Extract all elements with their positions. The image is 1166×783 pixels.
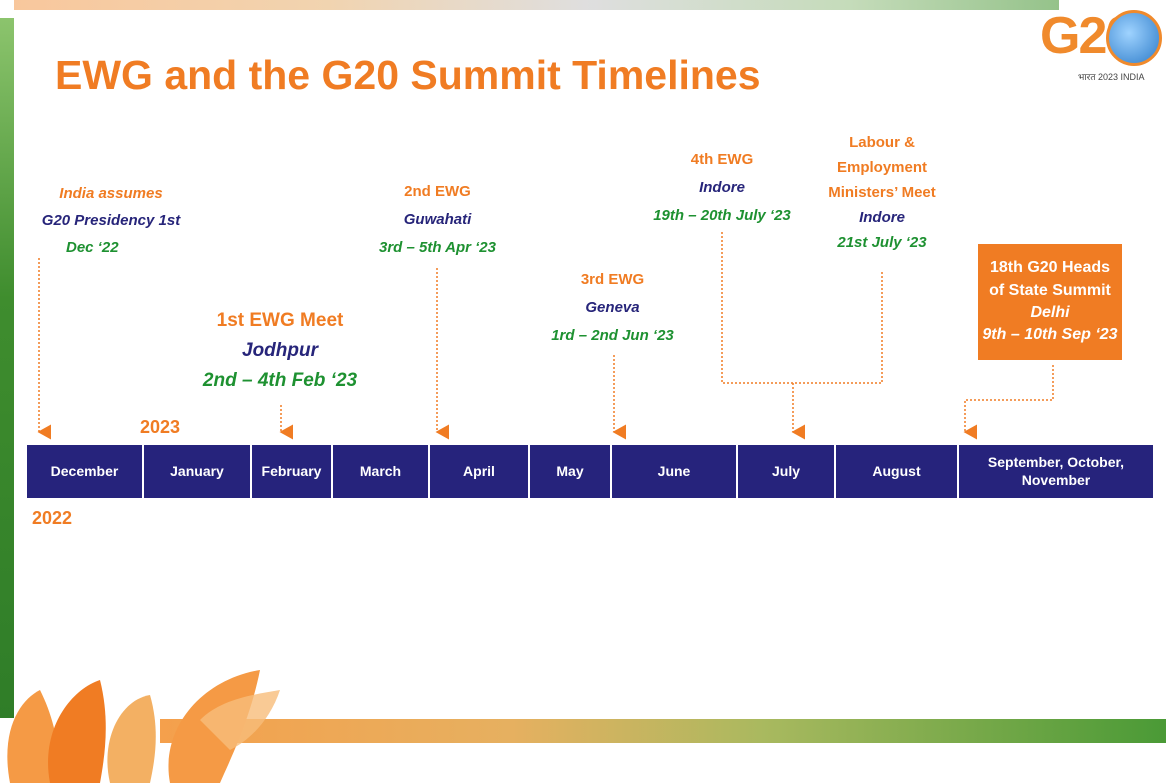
event-date: Dec ‘22 <box>66 239 119 256</box>
event-location: Indore <box>859 209 905 226</box>
event-ewg3: 3rd EWG Geneva 1rd – 2nd Jun ‘23 <box>530 266 695 350</box>
event-location: Geneva <box>585 299 640 316</box>
event-ewg4: 4th EWG Indore 19th – 20th July ‘23 <box>632 146 812 230</box>
summit-location: Delhi <box>1030 304 1070 321</box>
event-detail: G20 Presidency 1st <box>41 212 181 229</box>
event-heading: 3rd EWG <box>580 271 645 288</box>
event-date: 19th – 20th July ‘23 <box>653 207 791 224</box>
left-decor-bar <box>0 18 14 718</box>
month-cell: June <box>612 445 736 498</box>
summit-date: 9th – 10th Sep ‘23 <box>982 326 1118 344</box>
page-title: EWG and the G20 Summit Timelines <box>55 52 761 98</box>
month-cell: March <box>333 445 428 498</box>
event-heading-3: Ministers’ Meet <box>828 184 936 201</box>
g20-logo: G20 भारत 2023 INDIA <box>1040 2 1166 94</box>
globe-icon <box>1106 10 1162 66</box>
event-date: 21st July ‘23 <box>837 234 927 251</box>
event-ewg1: 1st EWG Meet Jodhpur 2nd – 4th Feb ‘23 <box>190 306 370 396</box>
month-cell: September, October, November <box>959 445 1153 498</box>
event-heading-2: Employment <box>836 159 927 176</box>
event-india-assumes: India assumes G20 Presidency 1st Dec ‘22 <box>16 180 206 261</box>
event-heading: 1st EWG Meet <box>216 310 344 331</box>
event-location: Jodhpur <box>242 340 318 361</box>
event-labour-meet: Labour & Employment Ministers’ Meet Indo… <box>802 130 962 255</box>
month-cell: July <box>738 445 834 498</box>
event-location: Guwahati <box>403 211 472 228</box>
month-cell: August <box>836 445 957 498</box>
event-heading: 2nd EWG <box>404 183 471 200</box>
event-heading: 4th EWG <box>690 151 754 168</box>
event-location: Indore <box>699 179 745 196</box>
event-date: 2nd – 4th Feb ‘23 <box>202 370 358 391</box>
top-decor-bar <box>14 0 1059 10</box>
logo-subtitle: भारत 2023 INDIA <box>1078 72 1145 82</box>
year-2022-label: 2022 <box>32 508 73 528</box>
lotus-decoration <box>7 670 280 783</box>
event-date: 1rd – 2nd Jun ‘23 <box>551 327 674 344</box>
summit-heading-2: of State Summit <box>989 281 1111 299</box>
bottom-decor-bar <box>160 719 1166 743</box>
event-date: 3rd – 5th Apr ‘23 <box>379 239 496 256</box>
month-cell: December <box>27 445 142 498</box>
event-heading: India assumes <box>59 185 163 202</box>
event-heading: Labour & <box>849 134 915 151</box>
month-cell: January <box>144 445 250 498</box>
event-ewg2: 2nd EWG Guwahati 3rd – 5th Apr ‘23 <box>355 178 520 262</box>
year-2023-label: 2023 <box>140 417 181 437</box>
month-cell: May <box>530 445 610 498</box>
event-summit-box: 18th G20 Heads of State Summit Delhi 9th… <box>978 244 1122 360</box>
month-cell: February <box>252 445 331 498</box>
month-cell: April <box>430 445 528 498</box>
summit-heading: 18th G20 Heads <box>989 259 1111 277</box>
